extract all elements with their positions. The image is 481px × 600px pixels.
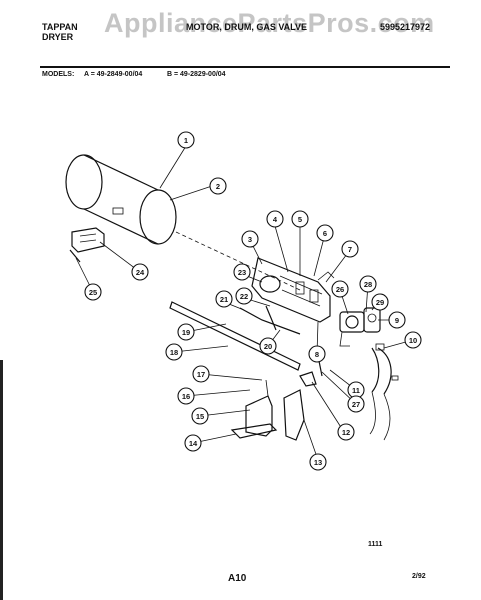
- date-code: 2/92: [412, 573, 426, 580]
- scan-edge: [0, 360, 3, 600]
- callout-20: 20: [259, 337, 277, 355]
- bracket-part: [71, 227, 105, 253]
- callout-8: 8: [308, 345, 326, 363]
- svg-text:6: 6: [323, 229, 327, 238]
- svg-text:21: 21: [220, 295, 228, 304]
- burner-assembly-part: [251, 257, 335, 323]
- svg-text:9: 9: [395, 316, 399, 325]
- burner-tube-part: [169, 301, 301, 371]
- callout-5: 5: [291, 210, 309, 228]
- svg-text:16: 16: [182, 392, 190, 401]
- callout-6: 6: [316, 224, 334, 242]
- callout-17: 17: [192, 365, 210, 383]
- svg-text:10: 10: [409, 336, 417, 345]
- callout-22: 22: [235, 287, 253, 305]
- brand-line-1: TAPPAN: [42, 22, 78, 32]
- svg-text:8: 8: [315, 350, 319, 359]
- wire-harness-part: [369, 343, 399, 441]
- callout-16: 16: [177, 387, 195, 405]
- svg-text:4: 4: [273, 215, 278, 224]
- callout-25: 25: [84, 283, 102, 301]
- svg-text:29: 29: [376, 298, 384, 307]
- callout-1: 1: [177, 131, 195, 149]
- svg-text:23: 23: [238, 268, 246, 277]
- svg-text:17: 17: [197, 370, 205, 379]
- svg-text:2: 2: [216, 182, 220, 191]
- callout-19: 19: [177, 323, 195, 341]
- callout-28: 28: [359, 275, 377, 293]
- callout-15: 15: [191, 407, 209, 425]
- svg-text:11: 11: [352, 386, 360, 395]
- callout-26: 26: [331, 280, 349, 298]
- callout-4: 4: [266, 210, 284, 228]
- svg-text:15: 15: [196, 412, 204, 421]
- svg-text:5: 5: [298, 215, 302, 224]
- svg-text:27: 27: [352, 400, 360, 409]
- svg-text:3: 3: [248, 235, 252, 244]
- svg-text:25: 25: [89, 288, 97, 297]
- svg-text:19: 19: [182, 328, 190, 337]
- svg-text:14: 14: [189, 439, 198, 448]
- svg-text:13: 13: [314, 458, 322, 467]
- callout-14: 14: [184, 434, 202, 452]
- drum-part: [65, 154, 177, 245]
- model-a: A = 49-2849-00/04: [84, 71, 143, 78]
- svg-text:18: 18: [170, 348, 178, 357]
- svg-text:20: 20: [264, 342, 272, 351]
- diagram-title: MOTOR, DRUM, GAS VALVE: [186, 22, 308, 32]
- mount-bracket-part: [230, 379, 278, 439]
- svg-text:7: 7: [348, 245, 352, 254]
- callout-23: 23: [233, 263, 251, 281]
- figure-number: 1111: [368, 541, 383, 548]
- gas-valve-part: [339, 307, 381, 347]
- callout-9: 9: [388, 311, 406, 329]
- svg-text:1: 1: [184, 136, 188, 145]
- callout-24: 24: [131, 263, 149, 281]
- callout-18: 18: [165, 343, 183, 361]
- callout-7: 7: [341, 240, 359, 258]
- watermark: AppliancePartsPros.com: [104, 8, 435, 38]
- part-number: 5995217972: [380, 22, 431, 32]
- svg-text:12: 12: [342, 428, 350, 437]
- callout-27: 27: [347, 395, 365, 413]
- callout-29: 29: [371, 293, 389, 311]
- callout-21: 21: [215, 290, 233, 308]
- callout-13: 13: [309, 453, 327, 471]
- svg-text:28: 28: [364, 280, 372, 289]
- callout-3: 3: [241, 230, 259, 248]
- callout-2: 2: [209, 177, 227, 195]
- header-rule: [40, 66, 450, 68]
- svg-text:22: 22: [240, 292, 248, 301]
- brand-line-2: DRYER: [42, 32, 74, 42]
- callout-10: 10: [404, 331, 422, 349]
- page-reference: A10: [228, 573, 247, 584]
- callout-12: 12: [337, 423, 355, 441]
- models-label: MODELS:: [42, 71, 75, 78]
- model-b: B = 49-2829-00/04: [167, 71, 226, 78]
- svg-text:26: 26: [336, 285, 344, 294]
- svg-text:24: 24: [136, 268, 145, 277]
